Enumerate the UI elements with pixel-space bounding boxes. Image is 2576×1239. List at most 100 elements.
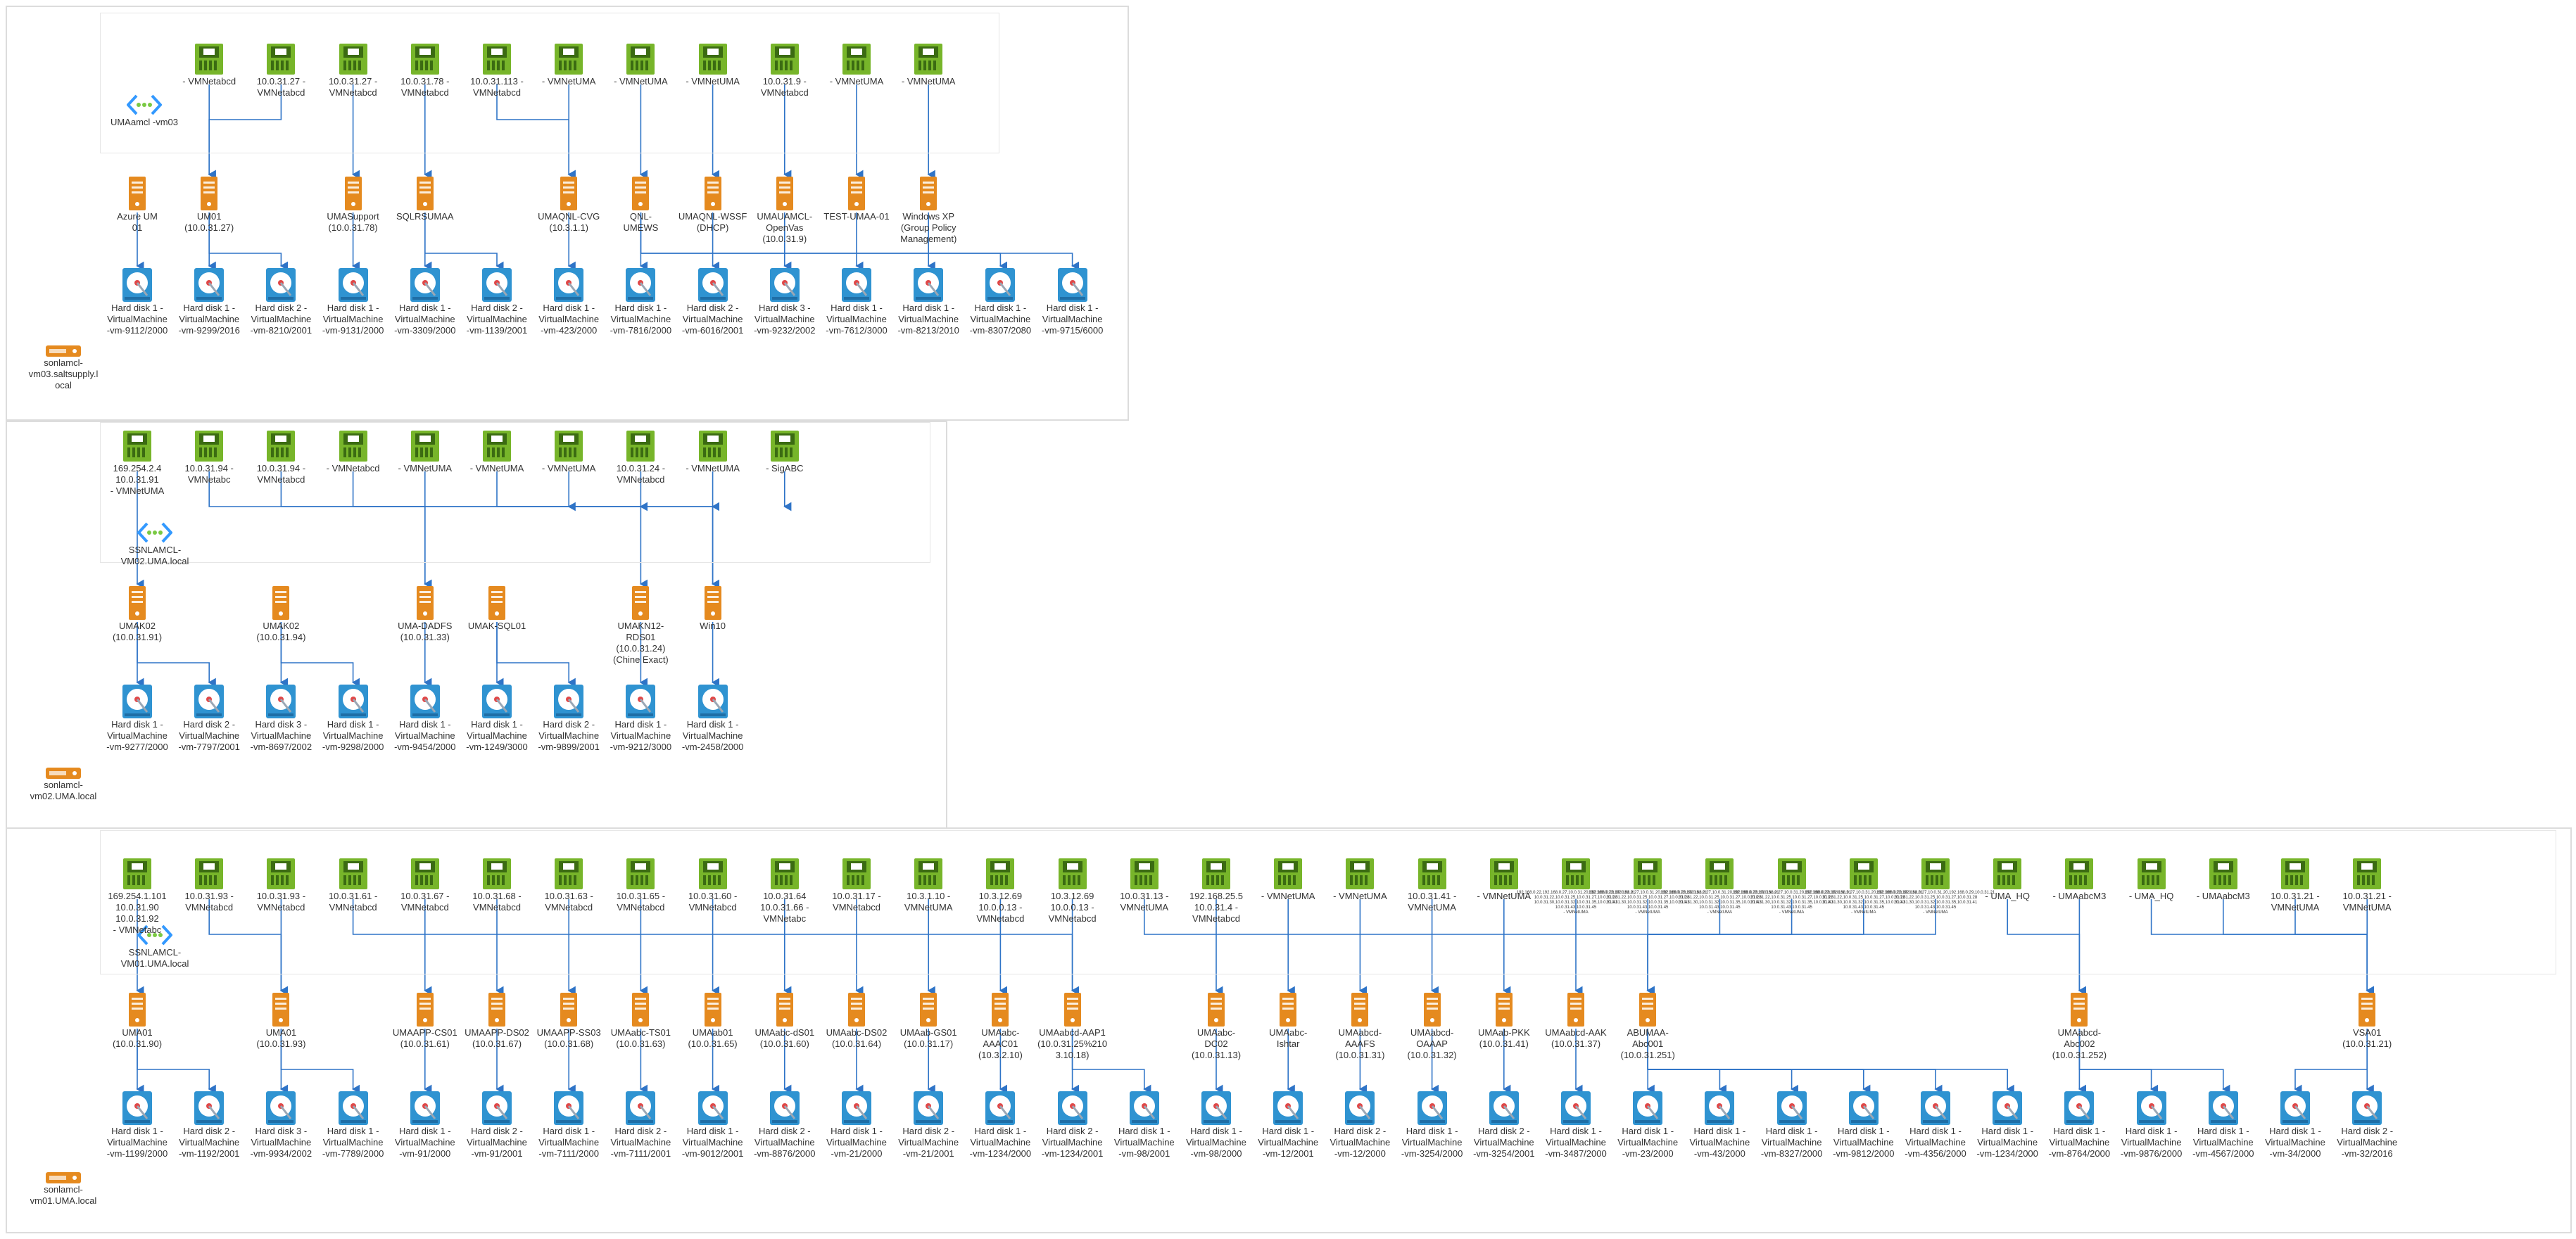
virtual-machine-node[interactable]: TEST-UMAA-01 — [772, 176, 941, 222]
network-adapter-node[interactable]: 10.0.31.63 - VMNetabcd — [484, 857, 653, 913]
virtual-machine-node[interactable]: UMA01 (10.0.31.90) — [53, 992, 222, 1050]
network-adapter-node[interactable]: 192.168.0.22,192.168.0.27,10.0.31.20,192… — [1635, 857, 1804, 915]
virtual-machine-node[interactable]: UMAQNL-WSSF (DHCP) — [629, 176, 797, 234]
virtual-machine-node[interactable]: UMASupport (10.0.31.78) — [269, 176, 438, 234]
network-adapter-node[interactable]: 10.0.31.60 - VMNetabcd — [629, 857, 797, 913]
hard-disk-node[interactable]: Hard disk 2 - VirtualMachine -vm-91/2001 — [412, 1091, 581, 1159]
network-adapter-node[interactable]: 169.254.2.4 10.0.31.91 - VMNetUMA — [53, 429, 222, 497]
hard-disk-node[interactable]: Hard disk 1 - VirtualMachine -vm-1199/20… — [53, 1091, 222, 1159]
virtual-machine-node[interactable]: UMAAPP-DS02 (10.0.31.67) — [412, 992, 581, 1050]
network-adapter-node[interactable]: 192.168.0.22,192.168.0.27,10.0.31.20,192… — [1851, 857, 2020, 915]
network-adapter-node[interactable]: 10.0.31.64 10.0.31.66 - VMNetabc — [700, 857, 869, 925]
virtual-machine-node[interactable]: UMAKN12- RDS01 (10.0.31.24) (Chine Exact… — [556, 585, 725, 666]
hard-disk-node[interactable]: Hard disk 1 - VirtualMachine -vm-9212/30… — [556, 684, 725, 753]
hard-disk-node[interactable]: Hard disk 1 - VirtualMachine -vm-23/2000 — [1563, 1091, 1732, 1159]
virtual-machine-node[interactable]: Win10 — [629, 585, 797, 632]
virtual-machine-node[interactable]: ABUMAA- Abc001 (10.0.31.251) — [1563, 992, 1732, 1061]
hard-disk-node[interactable]: Hard disk 3 - VirtualMachine -vm-9232/20… — [700, 267, 869, 336]
virtual-machine-node[interactable]: UMAabcd-AAK (10.0.31.37) — [1491, 992, 1660, 1050]
network-adapter-node[interactable]: 10.0.31.13 - VMNetUMA — [1060, 857, 1229, 913]
network-adapter-node[interactable]: - VMNetUMA — [629, 42, 797, 87]
hard-disk-node[interactable]: Hard disk 2 - VirtualMachine -vm-12/2000 — [1275, 1091, 1444, 1159]
hard-disk-node[interactable]: Hard disk 1 - VirtualMachine -vm-21/2000 — [772, 1091, 941, 1159]
hard-disk-node[interactable]: Hard disk 1 - VirtualMachine -vm-9715/60… — [988, 267, 1157, 336]
hard-disk-node[interactable]: Hard disk 2 - VirtualMachine -vm-8876/20… — [700, 1091, 869, 1159]
network-adapter-node[interactable]: 10.0.31.65 - VMNetabcd — [556, 857, 725, 913]
network-adapter-node[interactable]: 10.0.31.9 - VMNetabcd — [700, 42, 869, 99]
virtual-machine-node[interactable]: UMAAPP-CS01 (10.0.31.61) — [341, 992, 510, 1050]
virtual-machine-node[interactable]: UMAabc-DS02 (10.0.31.64) — [772, 992, 941, 1050]
network-adapter-node[interactable]: 10.0.31.41 - VMNetUMA — [1348, 857, 1517, 913]
network-adapter-node[interactable]: 10.0.31.113 - VMNetabcd — [412, 42, 581, 99]
hard-disk-node[interactable]: Hard disk 1 - VirtualMachine -vm-34/2000 — [2211, 1091, 2380, 1159]
hard-disk-node[interactable]: Hard disk 1 - VirtualMachine -vm-3487/20… — [1491, 1091, 1660, 1159]
hard-disk-node[interactable]: Hard disk 1 - VirtualMachine -vm-7612/30… — [772, 267, 941, 336]
hard-disk-node[interactable]: Hard disk 1 - VirtualMachine -vm-7111/20… — [484, 1091, 653, 1159]
hard-disk-node[interactable]: Hard disk 1 - VirtualMachine -vm-9454/20… — [341, 684, 510, 753]
hard-disk-node[interactable]: Hard disk 2 - VirtualMachine -vm-9899/20… — [484, 684, 653, 753]
virtual-machine-node[interactable]: UMAK02 (10.0.31.94) — [196, 585, 365, 643]
hard-disk-node[interactable]: Hard disk 1 - VirtualMachine -vm-98/2000 — [1132, 1091, 1301, 1159]
hard-disk-node[interactable]: Hard disk 1 - VirtualMachine -vm-8764/20… — [1995, 1091, 2164, 1159]
network-adapter-node[interactable]: 10.0.31.24 - VMNetabcd — [556, 429, 725, 485]
host-node[interactable]: sonlamcl- vm03.saltsupply.l ocal — [0, 345, 148, 391]
hard-disk-node[interactable]: Hard disk 1 - VirtualMachine -vm-3309/20… — [341, 267, 510, 336]
virtual-machine-node[interactable]: UMA01 (10.0.31.93) — [196, 992, 365, 1050]
hard-disk-node[interactable]: Hard disk 1 - VirtualMachine -vm-12/2001 — [1204, 1091, 1372, 1159]
hard-disk-node[interactable]: Hard disk 1 - VirtualMachine -vm-9298/20… — [269, 684, 438, 753]
hard-disk-node[interactable]: Hard disk 1 - VirtualMachine -vm-9277/20… — [53, 684, 222, 753]
hard-disk-node[interactable]: Hard disk 1 - VirtualMachine -vm-8327/20… — [1707, 1091, 1876, 1159]
network-adapter-node[interactable]: 10.0.31.67 - VMNetabcd — [341, 857, 510, 913]
network-adapter-node[interactable]: 192.168.25.5 10.0.31.4 - VMNetabcd — [1132, 857, 1301, 925]
network-adapter-node[interactable]: 192.168.0.22,192.168.0.27,10.0.31.20,192… — [1563, 857, 1732, 915]
network-adapter-node[interactable]: 10.0.31.21 - VMNetUMA — [2283, 857, 2451, 913]
hard-disk-node[interactable]: Hard disk 1 - VirtualMachine -vm-4567/20… — [2139, 1091, 2308, 1159]
virtual-network-node[interactable]: SSNLAMCL- VM02.UMA.local — [70, 521, 239, 567]
network-adapter-node[interactable]: 10.3.12.69 10.0.0.13 - VMNetabcd — [916, 857, 1085, 925]
network-adapter-node[interactable]: - UMAabcM3 — [1995, 857, 2164, 902]
network-adapter-node[interactable]: - VMNetUMA — [341, 429, 510, 474]
virtual-machine-node[interactable]: SQLRSUMAA — [341, 176, 510, 222]
virtual-machine-node[interactable]: UMAQNL-CVG (10.3.1.1) — [484, 176, 653, 234]
hard-disk-node[interactable]: Hard disk 1 - VirtualMachine -vm-1234/20… — [1923, 1091, 2092, 1159]
virtual-machine-node[interactable]: UMAUAMCL- OpenVas (10.0.31.9) — [700, 176, 869, 245]
network-adapter-node[interactable]: 10.0.31.68 - VMNetabcd — [412, 857, 581, 913]
virtual-machine-node[interactable]: UMAAPP-SS03 (10.0.31.68) — [484, 992, 653, 1050]
virtual-machine-node[interactable]: QNL- UMEWS — [556, 176, 725, 234]
virtual-machine-node[interactable]: UMAabc- AAAC01 (10.3.2.10) — [916, 992, 1085, 1061]
hard-disk-node[interactable]: Hard disk 3 - VirtualMachine -vm-9934/20… — [196, 1091, 365, 1159]
network-adapter-node[interactable]: 10.0.31.93 - VMNetabcd — [196, 857, 365, 913]
network-adapter-node[interactable]: - VMNetabcd — [125, 42, 293, 87]
network-adapter-node[interactable]: 10.0.31.94 - VMNetabc — [125, 429, 293, 485]
hard-disk-node[interactable]: Hard disk 1 - VirtualMachine -vm-91/2000 — [341, 1091, 510, 1159]
network-adapter-node[interactable]: 10.0.31.94 - VMNetabcd — [196, 429, 365, 485]
network-adapter-node[interactable]: 192.168.0.22,192.168.0.27,10.0.31.20,192… — [1779, 857, 1948, 915]
hard-disk-node[interactable]: Hard disk 1 - VirtualMachine -vm-7789/20… — [269, 1091, 438, 1159]
network-adapter-node[interactable]: 10.0.31.61 - VMNetabcd — [269, 857, 438, 913]
hard-disk-node[interactable]: Hard disk 2 - VirtualMachine -vm-7111/20… — [556, 1091, 725, 1159]
hard-disk-node[interactable]: Hard disk 1 - VirtualMachine -vm-7816/20… — [556, 267, 725, 336]
network-adapter-node[interactable]: - VMNetUMA — [1420, 857, 1589, 902]
hard-disk-node[interactable]: Hard disk 1 - VirtualMachine -vm-9876/20… — [2067, 1091, 2236, 1159]
network-adapter-node[interactable]: - VMNetUMA — [1275, 857, 1444, 902]
virtual-machine-node[interactable]: UMA-DADFS (10.0.31.33) — [341, 585, 510, 643]
virtual-machine-node[interactable]: UMAK-SQL01 — [412, 585, 581, 632]
hard-disk-node[interactable]: Hard disk 2 - VirtualMachine -vm-6016/20… — [629, 267, 797, 336]
virtual-machine-node[interactable]: UMAabcd-AAP1 (10.0.31.25%210 3.10.18) — [988, 992, 1157, 1061]
hard-disk-node[interactable]: Hard disk 1 - VirtualMachine -vm-8307/20… — [916, 267, 1085, 336]
hard-disk-node[interactable]: Hard disk 3 - VirtualMachine -vm-8697/20… — [196, 684, 365, 753]
virtual-machine-node[interactable]: Azure UM 01 — [53, 176, 222, 234]
hard-disk-node[interactable]: Hard disk 2 - VirtualMachine -vm-7797/20… — [125, 684, 293, 753]
virtual-machine-node[interactable]: VSA01 (10.0.31.21) — [2283, 992, 2451, 1050]
network-adapter-node[interactable]: 192.168.0.22,192.168.0.27,10.0.31.20,192… — [1491, 857, 1660, 915]
virtual-network-node[interactable]: UMAamcl -vm03 — [60, 93, 229, 128]
network-adapter-node[interactable]: - VMNetUMA — [484, 429, 653, 474]
network-adapter-node[interactable]: - VMNetUMA — [629, 429, 797, 474]
hard-disk-node[interactable]: Hard disk 2 - VirtualMachine -vm-1192/20… — [125, 1091, 293, 1159]
network-adapter-node[interactable]: 10.0.31.27 - VMNetabcd — [269, 42, 438, 99]
host-node[interactable]: sonlamcl- vm02.UMA.local — [0, 767, 148, 802]
virtual-machine-node[interactable]: UMAab01 (10.0.31.65) — [629, 992, 797, 1050]
hard-disk-node[interactable]: Hard disk 2 - VirtualMachine -vm-1139/20… — [412, 267, 581, 336]
virtual-machine-node[interactable]: UMAabcd- Abc002 (10.0.31.252) — [1995, 992, 2164, 1061]
hard-disk-node[interactable]: Hard disk 1 - VirtualMachine -vm-98/2001 — [1060, 1091, 1229, 1159]
